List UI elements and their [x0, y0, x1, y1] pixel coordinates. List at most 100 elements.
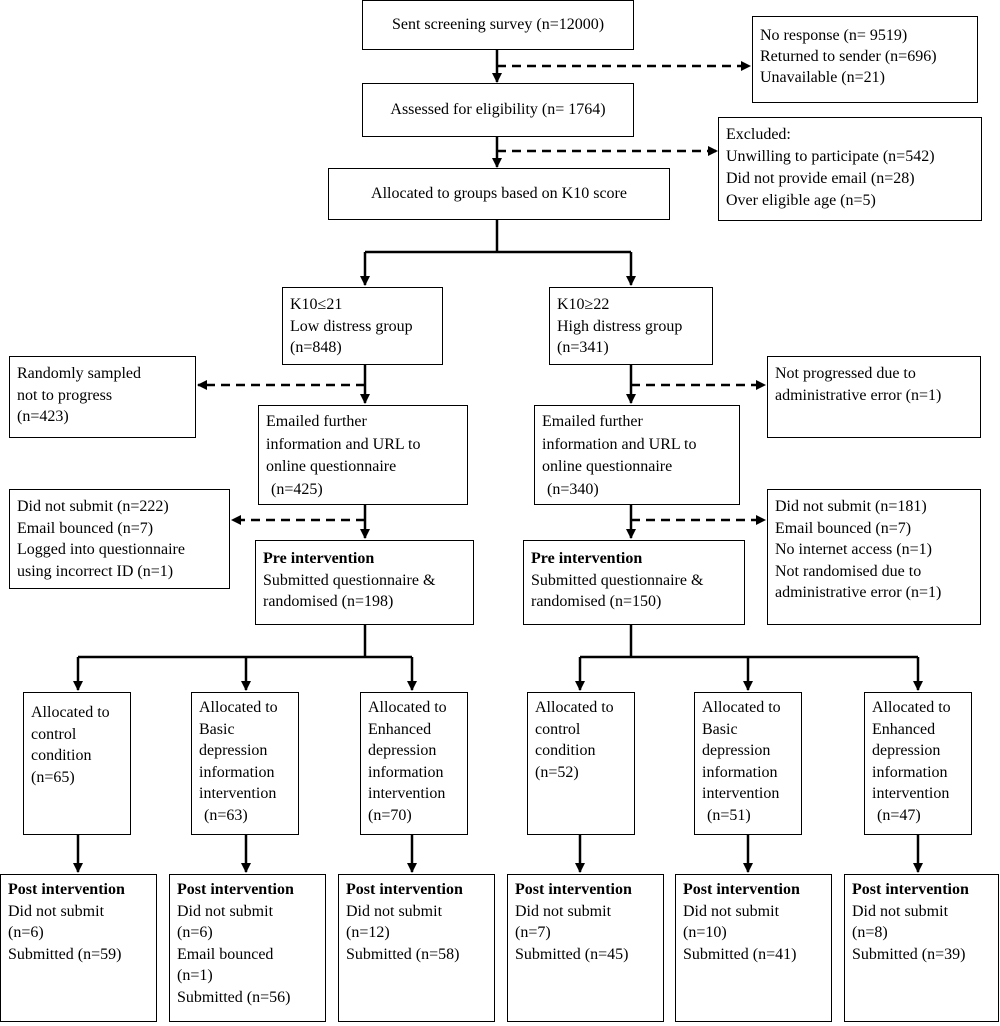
- low-control-arm-box: Allocated to control condition (n=65): [23, 692, 131, 835]
- post-line: (n=10): [683, 924, 727, 941]
- arm-line: intervention: [702, 785, 780, 802]
- arm-line: Allocated to: [368, 699, 447, 716]
- high-distress-group-box: K10≥22 High distress group (n=341): [549, 287, 713, 365]
- high-pre-intervention-box: Pre intervention Submitted questionnaire…: [523, 540, 745, 625]
- post-line: Submitted (n=41): [683, 945, 797, 963]
- low-emailed-line1: Emailed further: [266, 413, 367, 430]
- high-pre-line2: randomised (n=150): [531, 593, 662, 610]
- post-line: Did not submit: [852, 902, 949, 920]
- post-title: Post intervention: [683, 881, 800, 898]
- post-line: Did not submit: [177, 902, 274, 920]
- low-basic-arm-box: Allocated to Basic depression informatio…: [191, 692, 299, 835]
- arm-n: (n=47): [877, 806, 921, 824]
- low-enhanced-arm-box: Allocated to Enhanced depression informa…: [360, 692, 468, 835]
- allocation-box: Allocated to groups based on K10 score: [328, 168, 670, 220]
- returned-line: Returned to sender (n=696): [760, 48, 937, 65]
- high-emailed-line2: information and URL to: [542, 435, 697, 453]
- randomly-sampled-n: (n=423): [17, 408, 69, 425]
- high-not-randomised-2: administrative error (n=1): [775, 584, 942, 601]
- low-group-name: Low distress group: [290, 317, 413, 335]
- arm-n: (n=70): [368, 806, 412, 824]
- arm-line: depression: [368, 742, 437, 759]
- low-emailed-box: Emailed further information and URL to o…: [258, 405, 468, 505]
- low-group-n: (n=848): [290, 339, 342, 356]
- arm-line: condition: [31, 747, 92, 764]
- high-emailed-n: (n=340): [547, 480, 599, 498]
- post-line: Submitted (n=45): [515, 945, 629, 963]
- post-line: (n=7): [515, 924, 551, 941]
- post-line: Email bounced: [177, 945, 274, 963]
- post-line: Submitted (n=39): [852, 945, 966, 963]
- arm-n: (n=63): [204, 806, 248, 824]
- high-control-arm-box: Allocated to control condition (n=52): [527, 692, 635, 835]
- low-logged-incorrect-1: Logged into questionnaire: [17, 541, 185, 558]
- high-group-name: High distress group: [557, 317, 683, 335]
- randomly-sampled-box: Randomly sampled not to progress (n=423): [9, 356, 196, 438]
- arm-line: intervention: [872, 785, 950, 802]
- low-did-not-submit: Did not submit (n=222): [17, 498, 169, 515]
- arm-line: condition: [535, 742, 596, 759]
- arm-n: (n=65): [31, 768, 75, 786]
- screening-label: Sent screening survey (n=12000): [391, 16, 605, 34]
- post-line: Did not submit: [8, 902, 105, 920]
- randomly-sampled-line2: not to progress: [17, 386, 113, 404]
- low-emailed-n: (n=425): [271, 480, 323, 498]
- arm-line: Enhanced: [872, 720, 936, 738]
- high-dropout-box: Did not submit (n=181) Email bounced (n=…: [767, 489, 981, 625]
- arm-line: depression: [702, 742, 771, 759]
- arm-line: Allocated to: [702, 699, 781, 716]
- post-line: Did not submit: [683, 902, 780, 920]
- arm-line: information: [702, 763, 778, 781]
- post-title: Post intervention: [8, 881, 125, 898]
- high-pre-title: Pre intervention: [531, 550, 643, 567]
- unavailable-line: Unavailable (n=21): [760, 69, 885, 86]
- low-pre-line2: randomised (n=198): [263, 593, 394, 610]
- excluded-over-age: Over eligible age (n=5): [726, 192, 876, 209]
- post-title: Post intervention: [177, 881, 294, 898]
- high-pre-line1: Submitted questionnaire &: [531, 571, 704, 589]
- post-line: (n=6): [8, 924, 44, 941]
- arm-line: Allocated to: [31, 704, 110, 721]
- post-intervention-box-4: Post intervention Did not submit (n=7) S…: [507, 874, 664, 1022]
- post-intervention-box-5: Post intervention Did not submit (n=10) …: [675, 874, 832, 1022]
- post-line: Did not submit: [346, 902, 443, 920]
- low-email-bounced: Email bounced (n=7): [17, 519, 154, 537]
- arm-line: information: [199, 763, 275, 781]
- low-k10-threshold: K10≤21: [290, 296, 343, 313]
- arm-n: (n=51): [707, 806, 751, 824]
- low-emailed-line3: online questionnaire: [266, 458, 397, 475]
- arm-line: Allocated to: [535, 699, 614, 716]
- post-line: (n=8): [852, 924, 888, 941]
- high-emailed-box: Emailed further information and URL to o…: [534, 405, 740, 505]
- post-line: (n=1): [177, 967, 213, 984]
- arm-line: Allocated to: [872, 699, 951, 716]
- arm-n: (n=52): [535, 763, 579, 781]
- post-intervention-box-6: Post intervention Did not submit (n=8) S…: [844, 874, 999, 1022]
- low-pre-intervention-box: Pre intervention Submitted questionnaire…: [255, 540, 474, 625]
- post-title: Post intervention: [515, 881, 632, 898]
- excluded-no-email: Did not provide email (n=28): [726, 170, 915, 187]
- arm-line: intervention: [199, 785, 277, 802]
- post-intervention-box-2: Post intervention Did not submit (n=6) E…: [169, 874, 326, 1022]
- allocation-label: Allocated to groups based on K10 score: [371, 185, 627, 203]
- post-intervention-box-3: Post intervention Did not submit (n=12) …: [338, 874, 495, 1022]
- arm-line: Enhanced: [368, 720, 432, 738]
- post-title: Post intervention: [346, 881, 463, 898]
- high-emailed-line3: online questionnaire: [542, 458, 673, 475]
- arm-line: intervention: [368, 785, 446, 802]
- low-logged-incorrect-2: using incorrect ID (n=1): [17, 562, 174, 580]
- high-did-not-submit: Did not submit (n=181): [775, 498, 927, 515]
- arm-line: depression: [872, 742, 941, 759]
- low-pre-line1: Submitted questionnaire &: [263, 571, 436, 589]
- high-no-internet: No internet access (n=1): [775, 541, 932, 558]
- not-progressed-line1: Not progressed due to: [775, 365, 916, 382]
- post-line: Did not submit: [515, 902, 612, 920]
- arm-line: Allocated to: [199, 699, 278, 716]
- low-pre-title: Pre intervention: [263, 550, 375, 567]
- randomly-sampled-line1: Randomly sampled: [17, 365, 141, 382]
- high-k10-threshold: K10≥22: [557, 296, 610, 313]
- arm-line: depression: [199, 742, 268, 759]
- post-line: (n=6): [177, 924, 213, 941]
